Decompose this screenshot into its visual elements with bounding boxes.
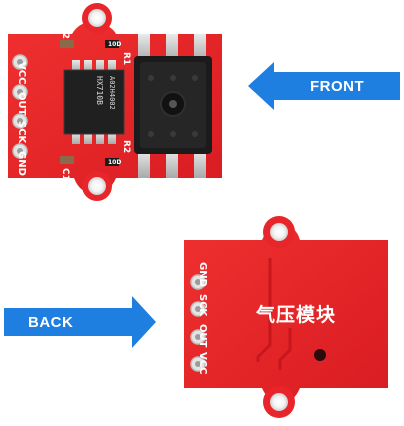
back-hole-bottom: [270, 393, 288, 411]
back-board-title: 气压模块: [256, 304, 337, 326]
back-hole-top: [270, 223, 288, 241]
back-via-hole: [314, 349, 326, 361]
chip-marking-lot: A02H4002: [108, 76, 116, 110]
label-c1: C1: [60, 168, 70, 181]
back-arrow-label: BACK: [28, 314, 74, 331]
chip-marking-model: HX710B: [95, 76, 104, 105]
capacitor-c2: [60, 40, 74, 48]
front-pin-label-vcc: VCC: [16, 62, 27, 85]
front-pin-label-sck: SCK: [16, 121, 27, 144]
back-pin-label-vcc: VCC: [197, 352, 208, 375]
front-pin-label-gnd: GND: [16, 151, 27, 176]
label-c2: C2: [60, 26, 70, 39]
back-traces: [256, 258, 292, 370]
back-board: [184, 216, 388, 418]
front-board: [8, 3, 222, 201]
front-hole-bottom: [88, 177, 106, 195]
back-arrow: [4, 296, 156, 348]
label-r2: R2: [121, 140, 131, 154]
front-hole-top: [88, 9, 106, 27]
front-pin-holes: [12, 54, 28, 159]
front-arrow: [248, 62, 400, 110]
front-arrow-label: FRONT: [310, 78, 365, 95]
back-pin-holes: [190, 274, 206, 372]
pressure-sensor: [134, 34, 212, 178]
resistor-r2-body: [105, 158, 119, 166]
back-pin-label-out: OUT: [197, 324, 208, 348]
label-r1-value: 10D: [108, 41, 122, 48]
back-pin-label-gnd: GND: [197, 262, 208, 287]
hx710b-chip: [63, 60, 125, 144]
label-r1: R1: [121, 52, 131, 66]
back-pin-label-sck: SCK: [197, 294, 208, 317]
front-pin-label-out: OUT: [16, 92, 27, 116]
resistor-r1-body: [105, 40, 119, 48]
label-r2-value: 10D: [108, 159, 122, 166]
capacitor-c1: [60, 156, 74, 164]
back-pcb: [184, 224, 388, 404]
